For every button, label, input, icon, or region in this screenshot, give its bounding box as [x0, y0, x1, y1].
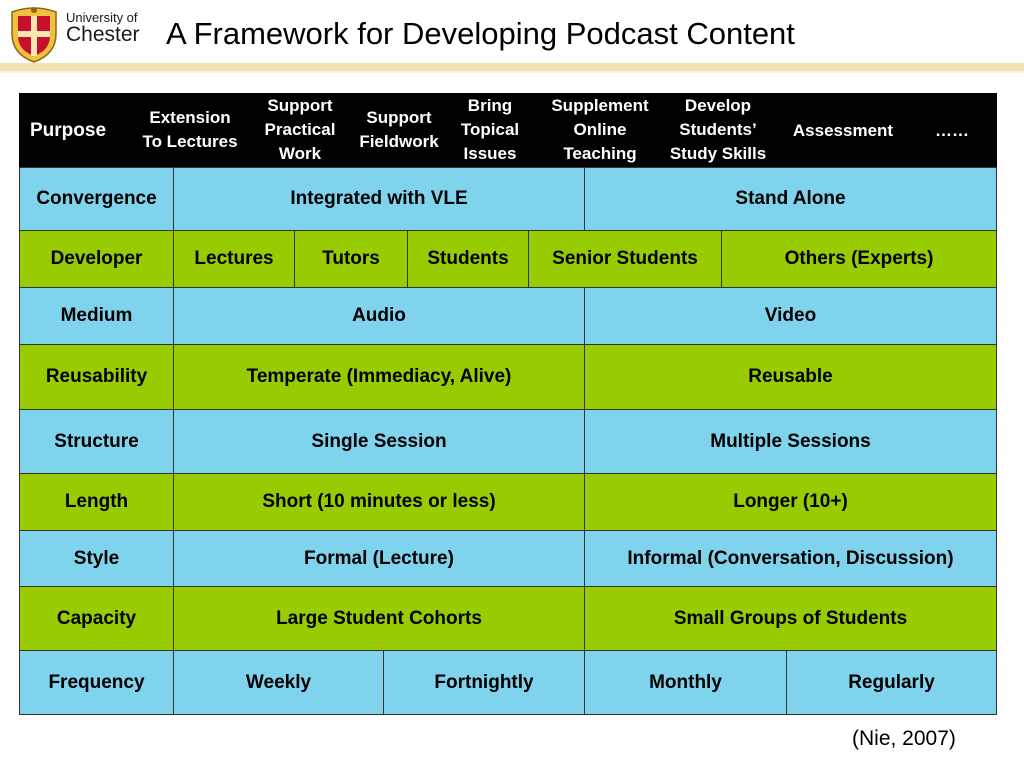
header-band: [0, 63, 1024, 71]
table-cell: Audio: [173, 287, 585, 345]
purpose-label: Purpose: [30, 120, 107, 141]
table-cell: Students: [407, 230, 529, 288]
table-cell: Video: [584, 287, 997, 345]
row-label: Frequency: [19, 650, 174, 715]
row-structure: Structure Single Session Multiple Sessio…: [19, 409, 997, 474]
citation: (Nie, 2007): [852, 727, 956, 750]
row-developer: Developer Lectures Tutors Students Senio…: [19, 230, 997, 288]
table-cell: Large Student Cohorts: [173, 586, 585, 651]
row-label: Developer: [19, 230, 174, 288]
table-cell: Integrated with VLE: [173, 167, 585, 231]
table-cell: Small Groups of Students: [584, 586, 997, 651]
row-label: Medium: [19, 287, 174, 345]
table-cell: Tutors: [294, 230, 408, 288]
table-cell: Informal (Conversation, Discussion): [584, 530, 997, 587]
table-cell: Senior Students: [528, 230, 722, 288]
purpose-item-assessment: Assessment: [792, 121, 894, 140]
row-label: Convergence: [19, 167, 174, 231]
row-label: Reusability: [19, 344, 174, 410]
table-cell: Reusable: [584, 344, 997, 410]
table-cell: Others (Experts): [721, 230, 997, 288]
table-cell: Lectures: [173, 230, 295, 288]
table-cell: Stand Alone: [584, 167, 997, 231]
table-cell: Temperate (Immediacy, Alive): [173, 344, 585, 410]
row-length: Length Short (10 minutes or less) Longer…: [19, 473, 997, 531]
row-capacity: Capacity Large Student Cohorts Small Gro…: [19, 586, 997, 651]
table-cell: Formal (Lecture): [173, 530, 585, 587]
header-band-light: [0, 71, 1024, 73]
logo-line2: Chester: [66, 23, 140, 46]
row-style: Style Formal (Lecture) Informal (Convers…: [19, 530, 997, 587]
crest-icon: [11, 7, 57, 63]
row-label: Length: [19, 473, 174, 531]
table-cell: Weekly: [173, 650, 384, 715]
table-cell: Fortnightly: [383, 650, 585, 715]
row-reusability: Reusability Temperate (Immediacy, Alive)…: [19, 344, 997, 410]
table-cell: Monthly: [584, 650, 787, 715]
table-cell: Regularly: [786, 650, 997, 715]
row-frequency: Frequency Weekly Fortnightly Monthly Reg…: [19, 650, 997, 715]
row-label: Structure: [19, 409, 174, 474]
row-label: Style: [19, 530, 174, 587]
row-convergence: Convergence Integrated with VLE Stand Al…: [19, 167, 997, 231]
logo-line1: University of: [66, 10, 138, 25]
university-logo: University of Chester: [6, 4, 144, 64]
row-label: Capacity: [19, 586, 174, 651]
table-cell: Longer (10+): [584, 473, 997, 531]
table-cell: Single Session: [173, 409, 585, 474]
table-cell: Multiple Sessions: [584, 409, 997, 474]
row-medium: Medium Audio Video: [19, 287, 997, 345]
page-title: A Framework for Developing Podcast Conte…: [166, 16, 795, 51]
purpose-item-more: ……: [935, 121, 969, 140]
table-cell: Short (10 minutes or less): [173, 473, 585, 531]
